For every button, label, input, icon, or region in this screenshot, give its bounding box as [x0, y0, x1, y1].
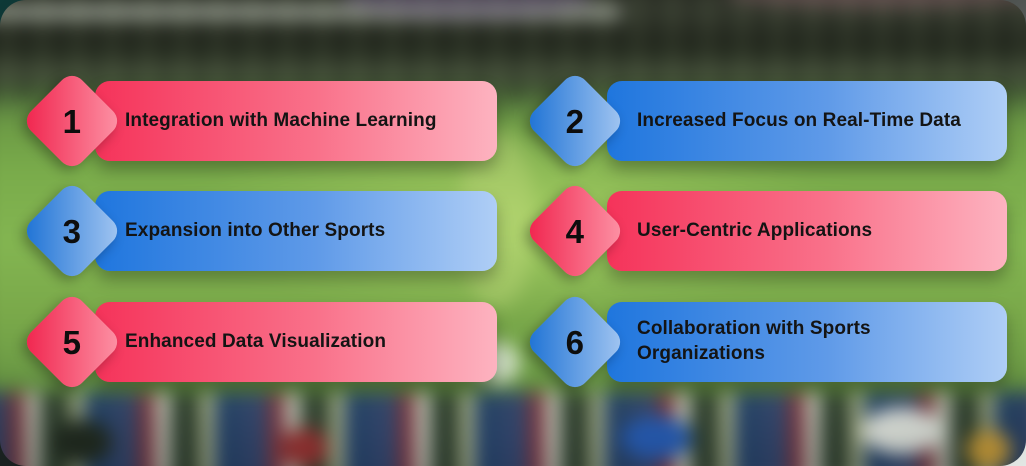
- item-bar: Increased Focus on Real-Time Data: [607, 81, 1007, 161]
- item-label: User-Centric Applications: [637, 219, 873, 241]
- stand-tier: [0, 60, 1026, 84]
- item-bar: Integration with Machine Learning: [95, 81, 497, 161]
- item-label: Enhanced Data Visualization: [125, 330, 387, 352]
- item-number-badge: 4: [565, 212, 585, 250]
- crowd-blob: [862, 408, 942, 454]
- item-bar: Expansion into Other Sports: [95, 191, 497, 271]
- item-label: Integration with Machine Learning: [125, 109, 437, 131]
- sky-haze: [724, 0, 1026, 8]
- list-item: Expansion into Other Sports 3: [0, 180, 1026, 282]
- crowd-band: [0, 392, 1026, 466]
- crowd-blob: [282, 428, 328, 466]
- item-bar: Enhanced Data Visualization: [95, 302, 497, 382]
- item-bar: Collaboration with Sports Organizations: [607, 302, 1007, 382]
- item-bar: User-Centric Applications: [607, 191, 1007, 271]
- list-item: Enhanced Data Visualization 5: [0, 291, 1026, 393]
- crowd-blob: [52, 420, 112, 464]
- list-item: Collaboration with Sports Organizations …: [0, 291, 1026, 393]
- crowd-blob: [622, 416, 692, 460]
- item-label: Expansion into Other Sports: [125, 219, 386, 241]
- item-number-badge: 2: [565, 102, 585, 140]
- item-label: Increased Focus on Real-Time Data: [637, 109, 961, 131]
- list-item: Integration with Machine Learning 1: [0, 70, 1026, 172]
- list-item: User-Centric Applications 4: [0, 180, 1026, 282]
- item-number-badge: 6: [565, 323, 585, 361]
- list-item: Increased Focus on Real-Time Data 2: [0, 70, 1026, 172]
- item-label: Collaboration with Sports Organizations: [637, 318, 871, 364]
- crowd-blob: [967, 430, 1011, 466]
- sky-patch: [342, 0, 592, 18]
